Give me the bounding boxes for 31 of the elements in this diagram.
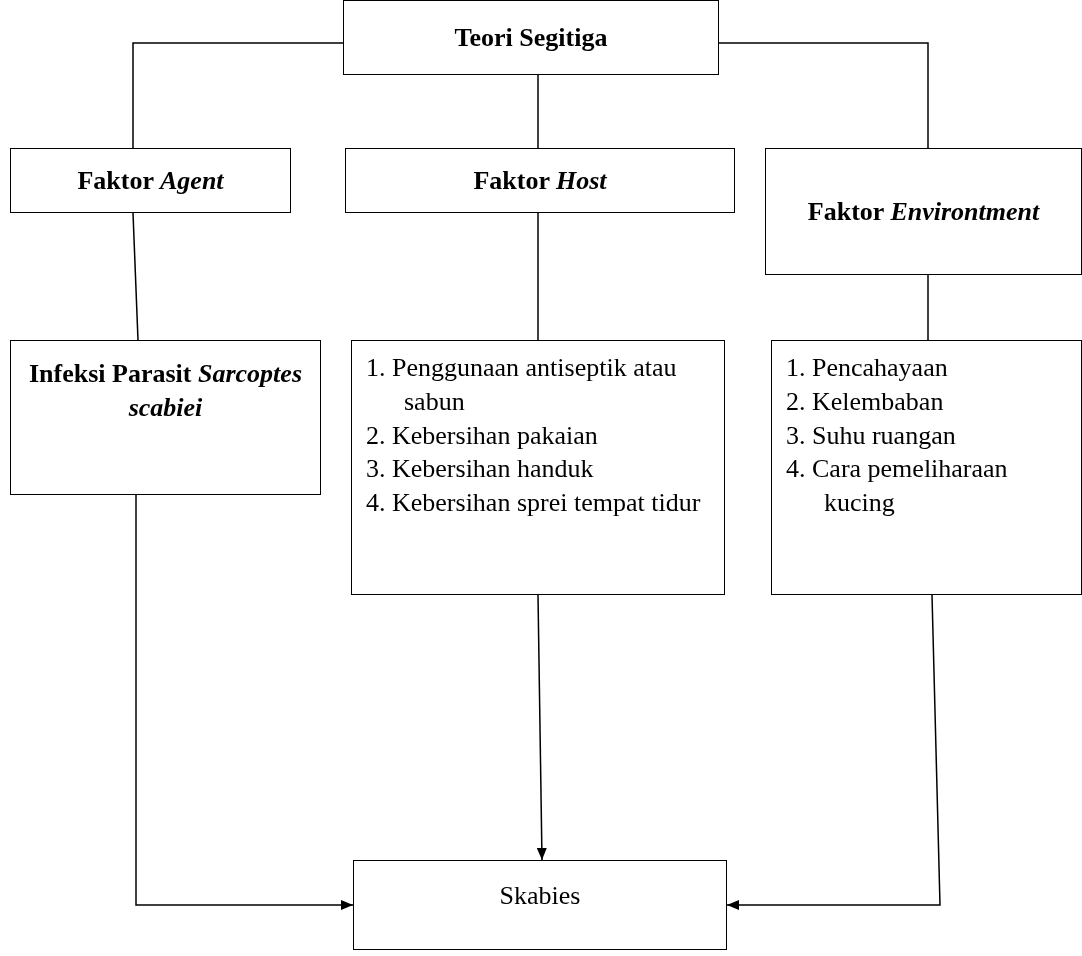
- connector-line: [537, 212, 539, 341]
- connector-line: [132, 42, 344, 149]
- node-label: Skabies: [498, 880, 582, 912]
- list-item: 3. Suhu ruangan: [786, 419, 957, 452]
- connector-line: [537, 74, 539, 149]
- outcome-box: [353, 860, 727, 950]
- arrow: [726, 594, 941, 910]
- list-item: 1. Penggunaan antiseptik atau sabun: [366, 352, 678, 418]
- node-label: Infeksi Parasit Sarcoptes scabiei: [28, 358, 303, 424]
- connector-line: [132, 212, 139, 341]
- factor-box: [345, 148, 735, 213]
- factor-box: [10, 148, 291, 213]
- connector-line: [718, 42, 929, 149]
- title-box: [343, 0, 719, 75]
- list-box: [771, 340, 1082, 595]
- list-item: 2. Kebersihan pakaian: [366, 419, 599, 452]
- connector-line: [927, 274, 929, 341]
- node-label: Teori Segitiga: [453, 21, 609, 54]
- node-label: Faktor Environtment: [806, 195, 1041, 228]
- list-item: 2. Kelembaban: [786, 385, 945, 418]
- node-label: Faktor Agent: [76, 164, 225, 197]
- node-label: Faktor Host: [472, 164, 608, 197]
- cause-box: [10, 340, 321, 495]
- arrow: [536, 594, 547, 861]
- list-item: 3. Kebersihan handuk: [366, 453, 595, 486]
- list-item: 4. Kebersihan sprei tempat tidur: [366, 487, 702, 520]
- list-item: 4. Cara pemeliharaan kucing: [786, 453, 1009, 520]
- list-item: 1. Pencahayaan: [786, 352, 949, 384]
- factor-box: [765, 148, 1082, 275]
- list-box: [351, 340, 725, 595]
- arrow: [135, 494, 354, 910]
